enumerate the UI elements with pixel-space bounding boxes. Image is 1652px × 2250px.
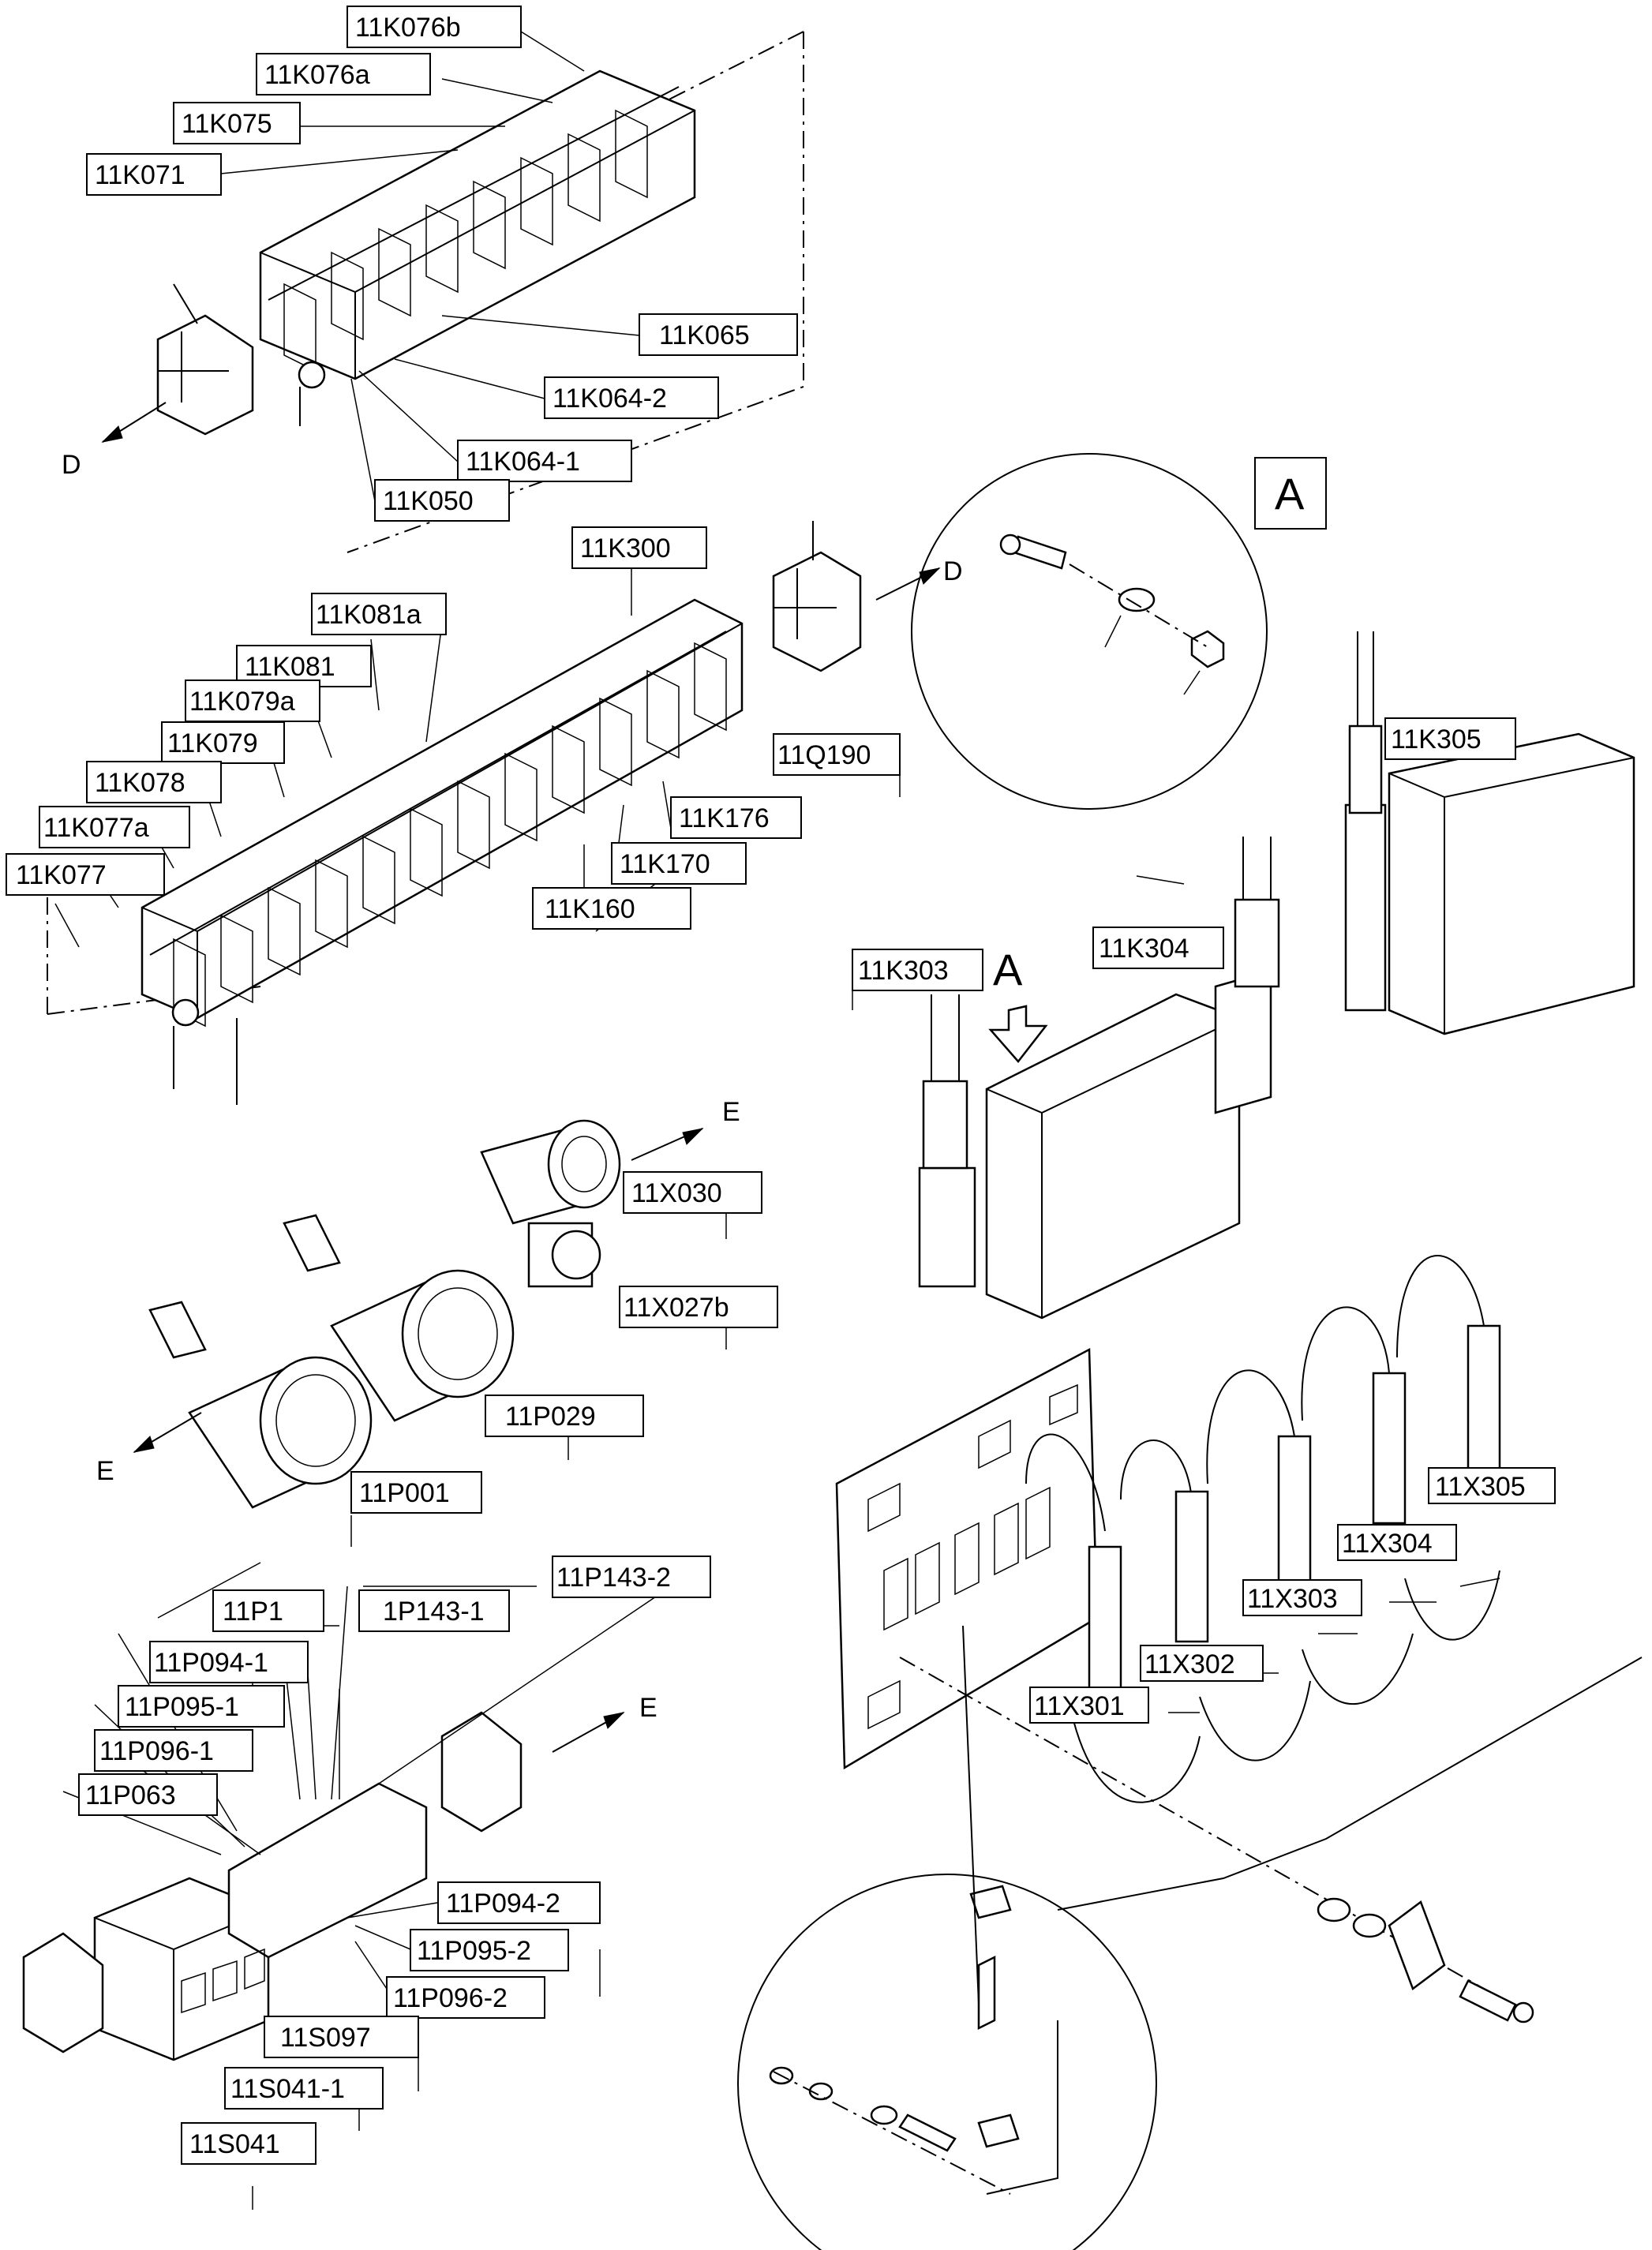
lower-relay-block [47,598,744,1105]
label-11s041-1: 11S041-1 [230,2074,345,2104]
arrow-e-socket: E [722,1097,740,1127]
detail-clip-view [737,1625,1157,2250]
label-11p029: 11P029 [505,1402,596,1432]
label-11k077: 11K077 [16,860,107,890]
label-11k176: 11K176 [679,803,770,833]
label-11k050: 11K050 [383,486,474,516]
arrow-d-left: D [62,450,81,480]
label-11x302: 11X302 [1144,1649,1235,1679]
label-11q190: 11Q190 [777,740,871,770]
label-11k065: 11K065 [659,320,750,350]
label-11x030: 11X030 [631,1178,722,1208]
arrow-d-right: D [943,556,963,586]
label-11x305: 11X305 [1435,1472,1526,1502]
label-11p096-1: 11P096-1 [99,1736,214,1766]
label-11x027b: 11X027b [624,1293,729,1323]
mounting-clip-upper [156,283,254,436]
label-11k170: 11K170 [620,849,710,879]
detail-a-view [911,453,1268,810]
part-labels: 11K076b 11K076a 11K075 11K071 11K065 11K… [6,6,1556,2165]
label-11p143-2: 11P143-2 [556,1563,671,1593]
sockets-and-gauges [148,1119,621,1509]
label-11k303: 11K303 [858,956,949,986]
label-11s041: 11S041 [189,2129,280,2159]
timer-modules [918,631,1635,1320]
view-a-arrow-label: A [993,945,1023,994]
label-11k304: 11K304 [1099,934,1189,964]
direction-arrows [101,402,941,1753]
label-11k071: 11K071 [95,160,185,190]
label-11p063: 11P063 [85,1780,176,1810]
label-1p143-1: 1P143-1 [383,1597,485,1627]
label-11k064-2: 11K064-2 [553,384,667,414]
label-11k079: 11K079 [167,728,258,758]
label-11k305: 11K305 [1391,724,1482,754]
detail-a-label: A [1275,469,1305,519]
label-11k077a: 11K077a [43,813,149,843]
label-11p094-1: 11P094-1 [154,1648,268,1678]
label-11p094-2: 11P094-2 [446,1889,560,1919]
label-11x301: 11X301 [1034,1691,1125,1721]
label-11k064-1: 11K064-1 [466,447,580,477]
label-11k075: 11K075 [182,109,272,139]
label-11x303: 11X303 [1247,1584,1338,1614]
label-11k076a: 11K076a [264,60,370,90]
mounting-hardware [1317,1897,1534,2024]
label-11p001: 11P001 [359,1478,450,1508]
mounting-clip-lower [772,521,862,672]
label-11s097: 11S097 [280,2023,371,2053]
switch-and-fuse-block [22,1711,523,2061]
arrow-e-gauge: E [96,1456,114,1486]
upper-relay-block [259,31,804,553]
label-11k079a: 11K079a [189,687,295,717]
arrow-e-clip: E [639,1693,657,1723]
label-11p1: 11P1 [223,1597,283,1627]
label-11x304: 11X304 [1342,1529,1433,1559]
label-11k081a: 11K081a [316,600,421,630]
label-11p096-2: 11P096-2 [393,1983,508,2013]
connector-plate-assembly [835,1255,1643,1990]
label-11p095-1: 11P095-1 [125,1692,239,1722]
label-11k300: 11K300 [580,533,671,563]
label-11p095-2: 11P095-2 [417,1936,531,1966]
label-11k081: 11K081 [245,652,335,682]
label-11k160: 11K160 [545,894,635,924]
label-11k078: 11K078 [95,768,185,798]
arrow-labels: D D E E E A [62,450,1023,1723]
label-11k076b: 11K076b [355,13,461,43]
